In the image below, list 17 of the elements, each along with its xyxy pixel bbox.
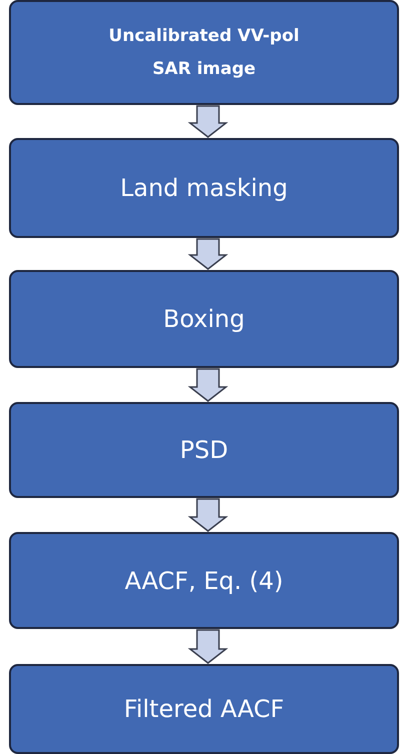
block-arrow: [188, 368, 228, 402]
box-label: Uncalibrated VV-pol SAR image: [108, 25, 300, 80]
process-box: [9, 270, 399, 368]
process-box: [9, 138, 399, 238]
block-arrow: [188, 498, 228, 532]
box-label: PSD: [178, 436, 230, 464]
block-arrow: [188, 238, 228, 270]
process-box: [9, 0, 399, 105]
process-box: [9, 402, 399, 498]
box-label: Land masking: [119, 174, 289, 202]
block-arrow: [188, 105, 228, 138]
block-arrow: [188, 629, 228, 664]
box-label: Boxing: [162, 305, 246, 333]
process-box: [9, 532, 399, 629]
process-box: [9, 664, 399, 754]
box-label: AACF, Eq. (4): [124, 566, 284, 594]
box-label: Filtered AACF: [122, 695, 286, 723]
